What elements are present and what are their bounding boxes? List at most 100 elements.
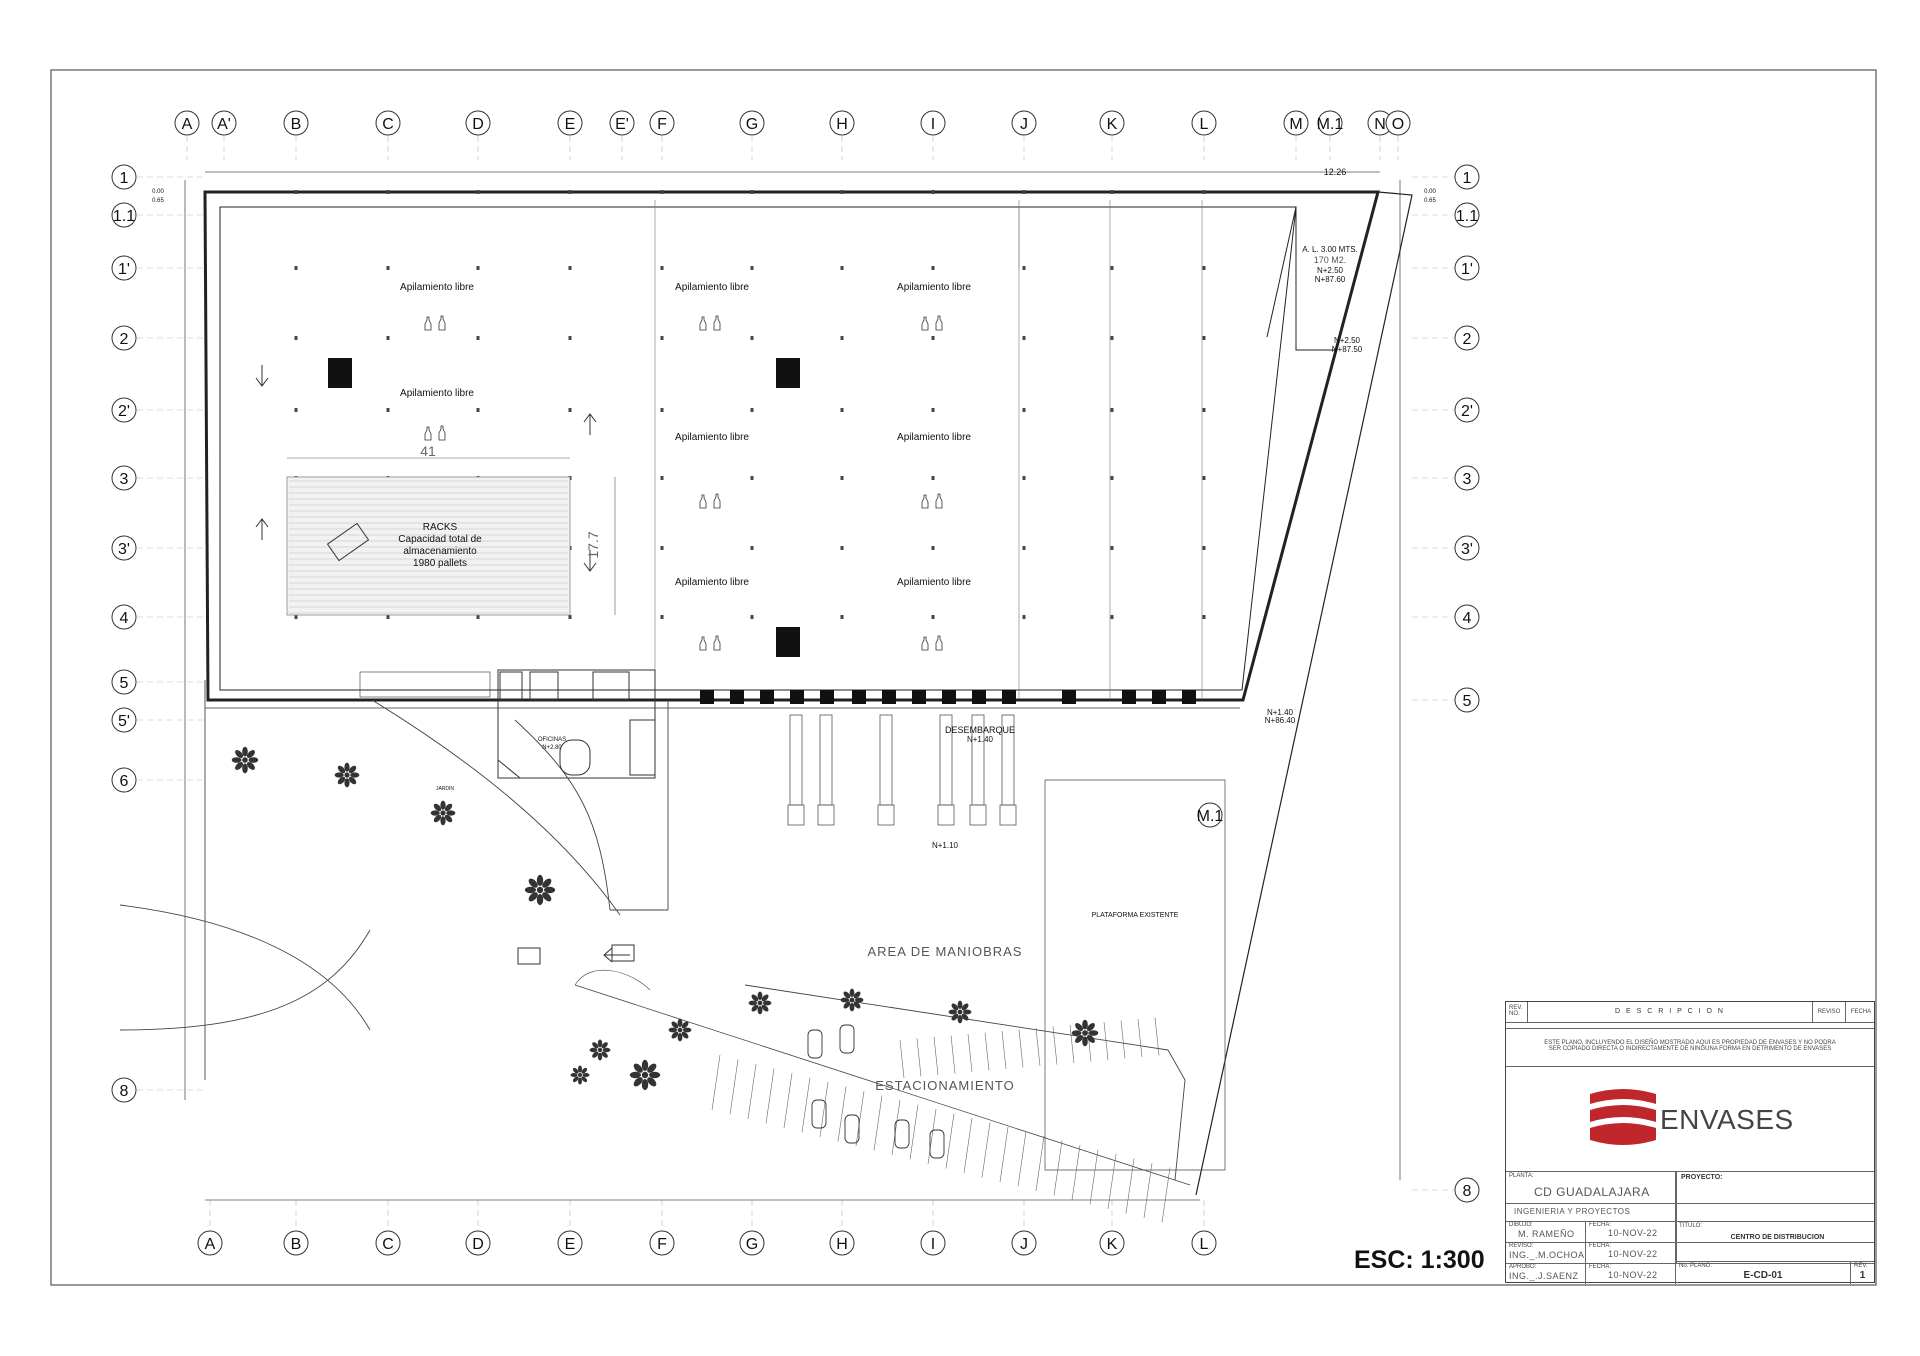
level-065-left: 0.65 (152, 198, 164, 204)
svg-text:G: G (746, 1236, 758, 1253)
grid-bubble-bottom-8: I (920, 1230, 946, 1256)
svg-text:5': 5' (118, 713, 130, 730)
grid-bubble-top-10: I (920, 110, 946, 136)
svg-text:I: I (931, 1236, 935, 1253)
svg-text:G: G (746, 116, 758, 133)
oficinas-label: OFICINAS (538, 737, 566, 743)
plataforma-label: PLATAFORMA EXISTENTE (1092, 912, 1179, 919)
level-n8750: N+87.50 (1332, 345, 1363, 354)
svg-text:M.1: M.1 (1317, 116, 1344, 133)
dock-strip (205, 690, 1240, 826)
barrel-logo-icon (1590, 1089, 1656, 1145)
planta-value: CD GUADALAJARA (1534, 1185, 1650, 1199)
svg-text:5: 5 (120, 675, 129, 692)
svg-text:K: K (1107, 1236, 1118, 1253)
svg-text:4: 4 (120, 610, 129, 627)
svg-text:2: 2 (1463, 331, 1472, 348)
svg-text:6: 6 (120, 773, 129, 790)
rev-no-header: REV. NO. (1506, 1002, 1528, 1022)
fecha-label-1: FECHA: (1589, 1222, 1612, 1228)
grid-bubble-right-5: 3 (1454, 465, 1480, 491)
racks-title: RACKS (423, 522, 458, 533)
svg-text:4: 4 (1463, 610, 1472, 627)
svg-text:D: D (472, 116, 484, 133)
stack-label-4: Apilamiento libre (897, 282, 971, 293)
svg-text:K: K (1107, 116, 1118, 133)
no-plano-label: No. PLANO: (1679, 1263, 1713, 1269)
svg-text:F: F (657, 1236, 667, 1253)
grid-bubble-bottom-0: A (197, 1230, 223, 1256)
grid-bubble-left-1: 1.1 (111, 202, 137, 228)
fecha-value-2: 10-NOV-22 (1608, 1249, 1658, 1259)
svg-text:J: J (1020, 1236, 1028, 1253)
svg-text:E: E (565, 1236, 576, 1253)
stack-label-3: Apilamiento libre (675, 282, 749, 293)
grid-bubble-bottom-11: L (1191, 1230, 1217, 1256)
grid-bubble-top-5: E (557, 110, 583, 136)
planta-row: PLANTA: CD GUADALAJARA PROYECTO: (1506, 1171, 1874, 1204)
al-line-1: A. L. 3.00 MTS. (1302, 245, 1358, 254)
grid-bubble-top-0: A (174, 110, 200, 136)
svg-text:B: B (291, 1236, 302, 1253)
stack-label-7: Apilamiento libre (675, 577, 749, 588)
svg-text:1': 1' (118, 261, 130, 278)
grid-bubble-left-6: 3' (111, 535, 137, 561)
grid-bubble-top-1: A' (211, 110, 237, 136)
grid-bubble-top-13: L (1191, 110, 1217, 136)
grid-bubble-top-7: F (649, 110, 675, 136)
grid-bubble-top-4: D (465, 110, 491, 136)
disclaimer-line-1: ESTE PLANO, INCLUYENDO EL DISEÑO MOSTRAD… (1544, 1040, 1836, 1046)
tree-icon (524, 874, 556, 906)
column-grid-lines (186, 136, 1399, 1230)
jardin-label: JARDIN (436, 786, 454, 792)
grid-bubble-top-17: O (1385, 110, 1411, 136)
svg-text:3': 3' (118, 541, 130, 558)
grid-bubble-m1: M.1 (1197, 802, 1223, 828)
scale-label: ESC: 1:300 (1354, 1246, 1485, 1274)
grid-bubble-left-2: 1' (111, 255, 137, 281)
grid-bubble-left-7: 4 (111, 604, 137, 630)
department-row: INGENIERIA Y PROYECTOS (1506, 1203, 1874, 1222)
proyecto-label: PROYECTO: (1681, 1174, 1723, 1181)
reviso-header: REVISO (1813, 1002, 1846, 1022)
dibujo-value: M. RAMEÑO (1518, 1229, 1575, 1239)
logo-row: ENVASES (1506, 1066, 1874, 1172)
site-boundaries (119, 680, 1226, 1186)
flow-arrows (255, 365, 635, 965)
office-block (359, 669, 656, 779)
titulo-value: CENTRO DE DISTRIBUCION (1730, 1234, 1825, 1241)
stack-label-1: Apilamiento libre (400, 282, 474, 293)
desembarque-label: DESEMBARQUE (945, 725, 1015, 735)
tree-icon (668, 1018, 692, 1042)
svg-text:2': 2' (118, 403, 130, 420)
grid-bubble-top-8: G (739, 110, 765, 136)
rev-value: 1 (1859, 1270, 1866, 1281)
svg-text:H: H (836, 1236, 848, 1253)
racks-line-3: 1980 pallets (413, 558, 467, 569)
grid-bubble-right-2: 1' (1454, 255, 1480, 281)
dibujo-row: DIBUJO: M. RAMEÑO FECHA: 10-NOV-22 TITUL… (1506, 1221, 1874, 1243)
dimension-12-26: 12.26 (1324, 167, 1347, 177)
grid-bubble-right-1: 1.1 (1454, 202, 1480, 228)
grid-bubble-left-5: 3 (111, 465, 137, 491)
dimension-41: 41 (420, 443, 436, 459)
tree-icon (589, 1039, 611, 1061)
svg-text:C: C (382, 116, 394, 133)
svg-text:B: B (291, 116, 302, 133)
level-n140: N+1.40 (1267, 708, 1294, 717)
oficinas-level: N+2.80 (542, 745, 562, 751)
tree-icon (1071, 1019, 1099, 1047)
bay-lines (654, 200, 1203, 700)
tree-icon (840, 988, 864, 1012)
svg-text:E': E' (615, 116, 629, 133)
grid-bubble-left-3: 2 (111, 325, 137, 351)
level-n110: N+1.10 (932, 841, 959, 850)
svg-text:2': 2' (1461, 403, 1473, 420)
grid-bubble-right-6: 3' (1454, 535, 1480, 561)
svg-text:8: 8 (1463, 1183, 1472, 1200)
svg-text:L: L (1200, 1236, 1209, 1253)
svg-text:1: 1 (1463, 170, 1472, 187)
grid-bubble-left-10: 6 (111, 767, 137, 793)
